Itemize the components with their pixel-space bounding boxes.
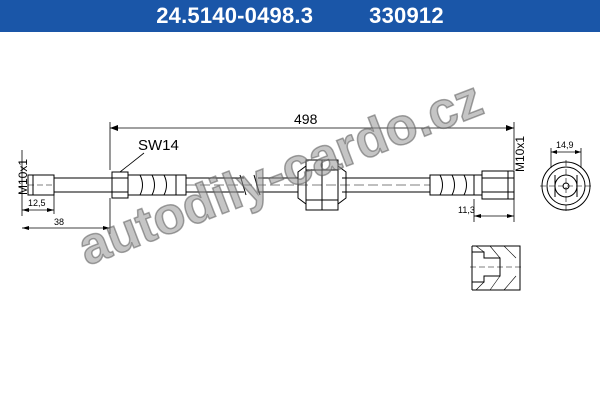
overall-length-label: 498 [294,111,318,127]
dimension-arrows [22,125,581,230]
middle-bracket [297,159,347,211]
right-fitting [429,170,515,200]
wrench-size-label: SW14 [138,137,179,154]
reference-number: 330912 [369,3,444,28]
thread-label-right: M10x1 [513,136,527,172]
title-bar: 24.5140-0498.3 330912 [0,0,600,32]
dim-12-5-label: 12,5 [28,198,46,208]
port-detail [470,245,522,291]
hose-body [186,174,430,196]
end-view [540,160,592,212]
dim-38-label: 38 [54,217,64,227]
left-fitting [27,171,187,199]
dim-14-9-label: 14,9 [556,140,574,150]
part-number: 24.5140-0498.3 [156,3,314,28]
dim-11-3-label: 11,3 [458,205,475,215]
thread-label-left: M10x1 [16,159,30,195]
